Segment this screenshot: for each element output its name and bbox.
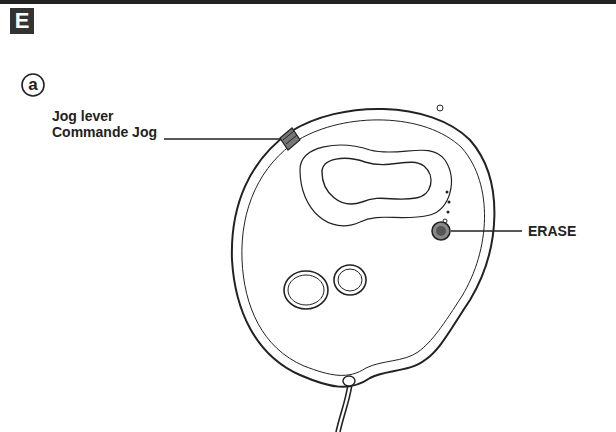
display-window xyxy=(322,158,431,204)
erase-button xyxy=(432,222,450,240)
step-circle xyxy=(22,74,44,96)
device-rim xyxy=(242,120,485,375)
step-letter: a xyxy=(28,75,37,95)
cord-ring xyxy=(343,376,355,386)
leader-line xyxy=(164,138,281,139)
part-name: Jog lever xyxy=(52,108,113,124)
part-name: ERASE xyxy=(528,223,576,239)
leader-line xyxy=(451,230,522,231)
section-badge xyxy=(10,8,34,34)
section-letter: E xyxy=(15,8,30,33)
panel-outline xyxy=(300,145,451,226)
indicator-hole xyxy=(437,105,443,111)
header-rule xyxy=(0,0,616,4)
jog-lever xyxy=(280,128,300,150)
stop-button xyxy=(334,265,366,295)
device-body xyxy=(232,109,495,387)
part-name: Commande Jog xyxy=(52,124,157,140)
play-button xyxy=(284,271,328,309)
